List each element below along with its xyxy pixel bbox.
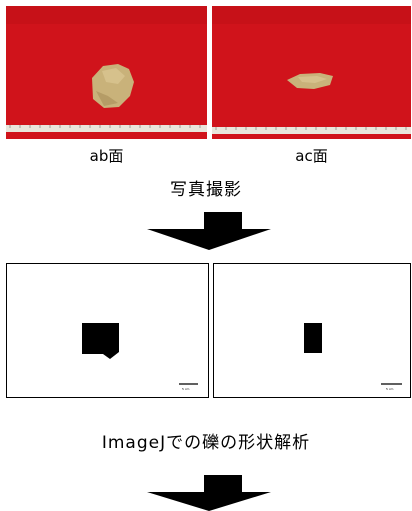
down-arrow-icon: [147, 475, 271, 511]
binary-ac-silhouette: [304, 323, 402, 385]
ac-face-photo: [212, 6, 411, 139]
step-analysis-label: ImageJでの礫の形状解析: [101, 433, 311, 453]
ab-face-photo-image: [6, 6, 207, 139]
binary-ab-silhouette: [82, 323, 198, 385]
step-photography-label: 写真撮影: [170, 180, 242, 200]
binary-ab-scale-label: 5 cm: [182, 387, 190, 391]
binary-ac-scale-label: 5 cm: [386, 387, 394, 391]
ab-face-photo: [6, 6, 207, 139]
ac-face-photo-image: [212, 6, 411, 139]
ac-face-caption: ac面: [295, 147, 328, 165]
down-arrow-icon: [147, 212, 271, 250]
binary-ac: 5 cm: [213, 263, 411, 398]
ab-face-caption: ab面: [89, 147, 124, 165]
binary-ab: 5 cm: [6, 263, 209, 398]
